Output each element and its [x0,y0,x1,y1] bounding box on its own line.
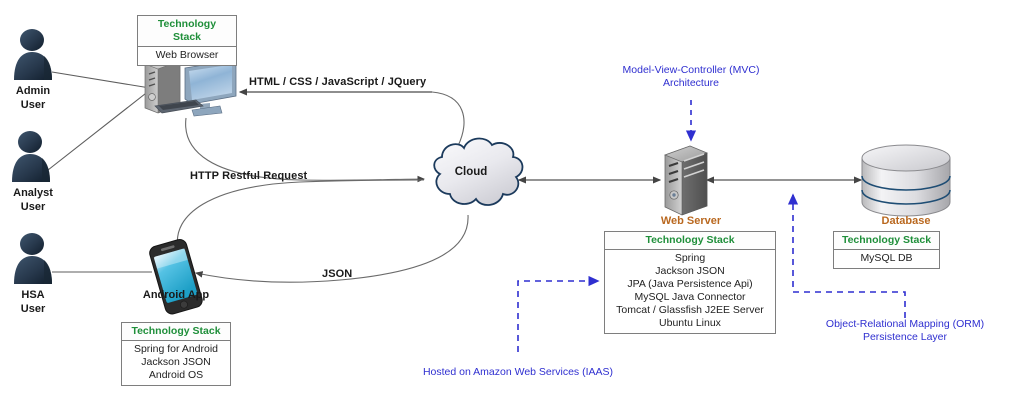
tech-stack-item: Spring [674,252,706,264]
admin-user-caption: Admin User [0,84,66,112]
android-tech-stack-body: Spring for Android Jackson JSON Android … [122,341,230,385]
database-caption: Database [881,215,931,227]
cloud-caption: Cloud [454,166,488,178]
hsa-user-label-line2: User [20,303,46,315]
orm-annotation-line1: Object-Relational Mapping (ORM) [825,318,985,330]
admin-user-label-line1: Admin [15,85,51,97]
wire-aws-annotation [517,275,600,352]
database-icon [861,144,951,217]
tech-stack-item: Jackson JSON [655,265,725,277]
android-tech-stack: Technology Stack Spring for Android Jack… [121,322,231,386]
web-server-tech-stack-body: Spring Jackson JSON JPA (Java Persistenc… [605,250,775,333]
mvc-annotation: Model-View-Controller (MVC) Architecture [601,64,781,90]
tech-stack-item: Jackson JSON [141,356,211,368]
web-server-tech-stack-header: Technology Stack [605,232,775,250]
wire-html-curve-to-cloud [431,91,465,147]
database-tech-stack-body: MySQL DB [834,250,939,268]
database-tech-stack-header: Technology Stack [834,232,939,250]
analyst-user-label-line1: Analyst [13,187,53,199]
admin-user-icon [14,29,52,80]
admin-user-label-line2: User [20,99,46,111]
web-browser-tech-stack: Technology Stack Web Browser [137,15,237,66]
aws-annotation: Hosted on Amazon Web Services (IAAS) [410,366,626,379]
edge-label-json: JSON [322,268,353,280]
web-server-caption: Web Server [660,215,722,227]
tech-stack-item: MySQL Java Connector [634,291,746,303]
tech-stack-item: Ubuntu Linux [659,317,721,329]
tech-stack-item: MySQL DB [860,252,913,264]
tech-stack-item: Spring for Android [133,343,219,355]
android-phone-icon [149,239,203,315]
android-app-caption: Android App [142,289,210,301]
tech-stack-item: Android OS [148,369,204,381]
tech-stack-item: Tomcat / Glassfish J2EE Server [616,304,764,316]
web-browser-tech-stack-header: Technology Stack [138,16,236,47]
hsa-user-caption: HSA User [0,288,66,316]
analyst-user-caption: Analyst User [0,186,66,214]
hsa-user-label-line1: HSA [21,289,45,301]
orm-annotation: Object-Relational Mapping (ORM) Persiste… [825,318,985,344]
orm-annotation-line2: Persistence Layer [862,331,948,343]
tech-stack-item: Web Browser [155,49,219,61]
tech-stack-item: JPA (Java Persistence Api) [627,278,753,290]
web-server-icon [664,145,708,216]
web-server-tech-stack: Technology Stack Spring Jackson JSON JPA… [604,231,776,334]
aws-annotation-line1: Hosted on Amazon Web Services (IAAS) [422,366,614,378]
edge-label-http-restful: HTTP Restful Request [190,170,308,182]
analyst-user-label-line2: User [20,201,46,213]
mvc-annotation-line2: Architecture [662,77,720,89]
hsa-user-icon [14,233,52,284]
mvc-annotation-line1: Model-View-Controller (MVC) [622,64,760,76]
web-browser-tech-stack-body: Web Browser [138,47,236,65]
analyst-user-icon [12,131,50,182]
edge-label-html-css-js: HTML / CSS / JavaScript / JQuery [249,76,427,88]
database-tech-stack: Technology Stack MySQL DB [833,231,940,269]
wire-http-restful-phone [176,179,425,249]
wire-admin-to-browser [51,71,151,89]
android-tech-stack-header: Technology Stack [122,323,230,341]
